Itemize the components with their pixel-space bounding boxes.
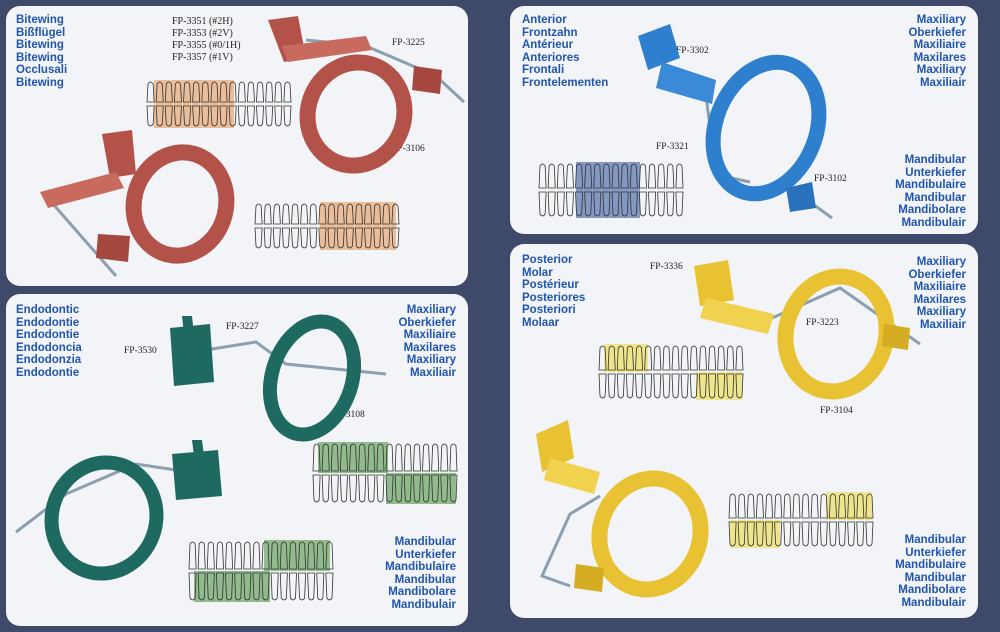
bitewing-code-list: FP-3351 (#2H) FP-3353 (#2V) FP-3355 (#0/… <box>172 16 241 63</box>
anterior-label-arm: FP-3321 <box>656 142 689 152</box>
posterior-holder-top <box>694 260 921 400</box>
endodontic-label-clip: FP-3530 <box>124 346 157 356</box>
anterior-label-ring: FP-3102 <box>814 174 847 184</box>
posterior-holder-bottom <box>536 420 709 598</box>
bitewing-teeth-upper-diagram <box>146 80 292 128</box>
endodontic-mandibular-list: Mandibular Unterkiefer Mandibulaire Mand… <box>385 536 456 611</box>
bitewing-label-ring: FP-3106 <box>392 144 425 154</box>
anterior-illustration <box>638 24 833 220</box>
bitewing-panel: Bitewing Bißflügel Bitewing Bitewing Occ… <box>6 6 468 286</box>
posterior-label-arm: FP-3223 <box>806 318 839 328</box>
endodontic-teeth-lower-diagram <box>188 540 334 602</box>
bitewing-teeth-lower-diagram <box>254 202 400 250</box>
anterior-label-block: FP-3302 <box>676 46 709 56</box>
anterior-holder <box>638 24 833 220</box>
posterior-teeth-lower-diagram <box>728 492 874 548</box>
endodontic-panel: Endodontic Endodontie Endodontie Endodon… <box>6 294 468 626</box>
posterior-teeth-upper-diagram <box>598 344 744 400</box>
posterior-heading: Posterior Molar Postérieur Posteriores P… <box>522 254 586 329</box>
bitewing-holder-bottom <box>40 130 235 277</box>
posterior-panel: Posterior Molar Postérieur Posteriores P… <box>510 244 978 618</box>
endodontic-label-arm: FP-3227 <box>226 322 259 332</box>
posterior-maxiliary-list: Maxiliary Oberkiefer Maxiliaire Maxilare… <box>908 256 966 331</box>
bitewing-label-top: FP-3225 <box>392 38 425 48</box>
anterior-panel: Anterior Frontzahn Antérieur Anteriores … <box>510 6 978 234</box>
posterior-mandibular-list: Mandibular Unterkiefer Mandibulaire Mand… <box>895 534 966 609</box>
endodontic-teeth-upper-diagram <box>312 442 458 504</box>
endodontic-holder-bottom <box>15 440 222 581</box>
posterior-illustration <box>536 260 921 598</box>
posterior-label-ring: FP-3104 <box>820 406 853 416</box>
anterior-heading: Anterior Frontzahn Antérieur Anteriores … <box>522 14 609 89</box>
endodontic-illustration <box>15 314 387 581</box>
endodontic-holder-top <box>170 314 387 442</box>
endodontic-maxiliary-list: Maxiliary Oberkiefer Maxiliaire Maxilare… <box>398 304 456 379</box>
anterior-mandibular-list: Mandibular Unterkiefer Mandibulaire Mand… <box>895 154 966 229</box>
bitewing-holder-top <box>268 16 466 174</box>
bitewing-illustration <box>40 16 466 277</box>
bitewing-heading: Bitewing Bißflügel Bitewing Bitewing Occ… <box>16 14 68 89</box>
endodontic-label-ring: FP-3108 <box>332 410 365 420</box>
posterior-label-block: FP-3336 <box>650 262 683 272</box>
endodontic-heading: Endodontic Endodontie Endodontie Endodon… <box>16 304 82 379</box>
anterior-teeth-diagram <box>538 162 684 218</box>
anterior-maxiliary-list: Maxiliary Oberkiefer Maxiliaire Maxilare… <box>908 14 966 89</box>
